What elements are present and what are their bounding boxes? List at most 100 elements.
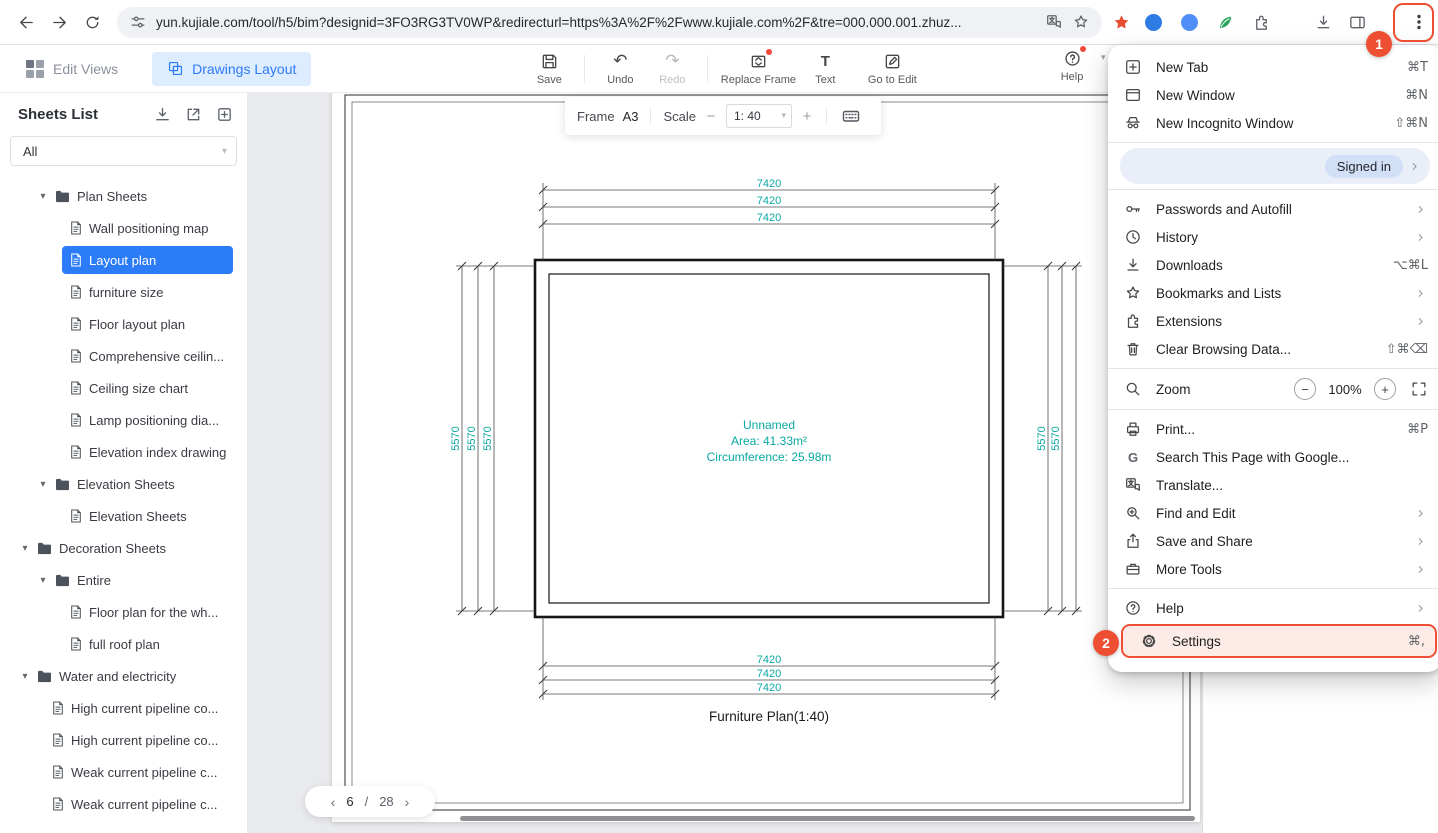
drawings-layout-label: Drawings Layout	[192, 60, 297, 77]
menu-item-find-and-edit[interactable]: Find and Edit	[1108, 499, 1438, 527]
tree-file-high-current-pipeline-co[interactable]: High current pipeline co...	[0, 692, 247, 724]
redo-button[interactable]: ↷ Redo	[659, 50, 686, 86]
browser-menu-button[interactable]	[1401, 4, 1437, 40]
menu-item-passwords-and-autofill[interactable]: Passwords and Autofill	[1108, 195, 1438, 223]
back-button[interactable]	[10, 6, 43, 39]
side-panel-icon[interactable]	[1347, 12, 1367, 32]
tree-item-label: Weak current pipeline c...	[71, 764, 218, 780]
tree-folder-elevation-sheets[interactable]: ▾ Elevation Sheets	[0, 468, 247, 500]
add-sheet-icon[interactable]	[216, 106, 233, 123]
replace-frame-button[interactable]: Replace Frame	[717, 48, 799, 86]
tree-folder-water-and-electricity[interactable]: ▾ Water and electricity	[0, 660, 247, 692]
downloads-toolbar-icon[interactable]	[1313, 12, 1333, 32]
undo-button[interactable]: ↶ Undo	[607, 50, 634, 86]
keyboard-icon[interactable]	[841, 106, 861, 126]
tree-file-ceiling-size-chart[interactable]: Ceiling size chart	[0, 372, 247, 404]
scale-select[interactable]: 1: 40 ▾	[726, 104, 792, 128]
reload-button[interactable]	[76, 6, 109, 39]
tree-file-weak-current-pipeline-c[interactable]: Weak current pipeline c...	[0, 756, 247, 788]
extensions-puzzle-icon[interactable]	[1251, 12, 1271, 32]
text-button[interactable]: T Text	[815, 52, 836, 86]
url-bar[interactable]: yun.kujiale.com/tool/h5/bim?designid=3FO…	[117, 6, 1102, 38]
menu-item-print[interactable]: Print...⌘P	[1108, 415, 1438, 443]
tree-item-label: Elevation index drawing	[89, 444, 227, 460]
caret-down-icon[interactable]: ▾	[40, 190, 46, 202]
menu-item-new-window[interactable]: New Window⌘N	[1108, 81, 1438, 109]
edit-views-button[interactable]: Edit Views	[26, 59, 118, 78]
tree-file-furniture-size[interactable]: furniture size	[0, 276, 247, 308]
caret-down-icon[interactable]: ▾	[40, 478, 46, 490]
tree-file-elevation-index-drawing[interactable]: Elevation index drawing	[0, 436, 247, 468]
folder-icon	[55, 190, 70, 203]
extension-blue-icon-dot	[1144, 13, 1162, 31]
tree-folder-decoration-sheets[interactable]: ▾ Decoration Sheets	[0, 532, 247, 564]
menu-item-settings[interactable]: Settings⌘,	[1121, 624, 1437, 658]
extension-blue-icon[interactable]	[1143, 12, 1163, 32]
extension-red-star-icon[interactable]	[1111, 12, 1131, 32]
extensions-row	[1102, 0, 1437, 45]
go-to-edit-button[interactable]: Go to Edit	[851, 52, 933, 86]
menu-item-clear-browsing-data[interactable]: Clear Browsing Data...⇧⌘⌫	[1108, 335, 1438, 363]
next-page-button[interactable]: ›	[404, 793, 410, 810]
filter-value: All	[23, 143, 38, 159]
tree-file-high-current-pipeline-co[interactable]: High current pipeline co...	[0, 724, 247, 756]
signed-in-chip: Signed in	[1324, 154, 1403, 178]
scale-decrease-button[interactable]: −	[706, 107, 716, 125]
tree-file-floor-layout-plan[interactable]: Floor layout plan	[0, 308, 247, 340]
tree-file-wall-positioning-map[interactable]: Wall positioning map	[0, 212, 247, 244]
drawings-layout-tab[interactable]: Drawings Layout	[152, 51, 312, 86]
menu-item-more-tools[interactable]: More Tools	[1108, 555, 1438, 583]
extension-blue2-icon[interactable]	[1179, 12, 1199, 32]
menu-item-search-this-page-with-google[interactable]: G Search This Page with Google...	[1108, 443, 1438, 471]
svg-text:5570: 5570	[466, 426, 478, 450]
svg-text:5570: 5570	[1050, 426, 1062, 450]
menu-item-save-and-share[interactable]: Save and Share	[1108, 527, 1438, 555]
menu-separator	[1108, 588, 1438, 589]
horizontal-scrollbar[interactable]	[460, 816, 1195, 821]
menu-item-label: Print...	[1156, 421, 1196, 437]
extension-green-leaf-icon[interactable]	[1215, 12, 1235, 32]
tree-file-comprehensive-ceilin[interactable]: Comprehensive ceilin...	[0, 340, 247, 372]
site-settings-icon[interactable]	[129, 13, 147, 31]
frame-value[interactable]: A3	[622, 108, 639, 124]
caret-down-icon[interactable]: ▾	[22, 542, 28, 554]
file-icon	[70, 221, 82, 235]
tree-file-lamp-positioning-dia[interactable]: Lamp positioning dia...	[0, 404, 247, 436]
sheets-filter-dropdown[interactable]: All ▾	[10, 136, 237, 166]
caret-down-icon[interactable]: ▾	[40, 574, 46, 586]
menu-item-extensions[interactable]: Extensions	[1108, 307, 1438, 335]
menu-item-translate[interactable]: Translate...	[1108, 471, 1438, 499]
export-sheet-icon[interactable]	[185, 106, 202, 123]
translate-icon[interactable]	[1045, 13, 1063, 31]
menu-item-history[interactable]: History	[1108, 223, 1438, 251]
scale-increase-button[interactable]: +	[802, 107, 812, 125]
bookmark-star-icon[interactable]	[1072, 13, 1090, 31]
tree-folder-plan-sheets[interactable]: ▾ Plan Sheets	[0, 180, 247, 212]
menu-item-new-incognito-window[interactable]: New Incognito Window⇧⌘N	[1108, 109, 1438, 137]
menu-item-bookmarks-and-lists[interactable]: Bookmarks and Lists	[1108, 279, 1438, 307]
tree-folder-entire[interactable]: ▾ Entire	[0, 564, 247, 596]
tree-file-weak-current-pipeline-c[interactable]: Weak current pipeline c...	[0, 788, 247, 820]
menu-item-new-tab[interactable]: New Tab⌘T	[1108, 53, 1438, 81]
help-button[interactable]: Help	[1046, 46, 1098, 83]
fullscreen-icon[interactable]	[1410, 380, 1428, 398]
prev-page-button[interactable]: ‹	[330, 793, 336, 810]
save-button[interactable]: Save	[523, 52, 575, 86]
tree-file-layout-plan[interactable]: Layout plan	[62, 246, 233, 274]
chevron-down-icon[interactable]: ▾	[1101, 53, 1106, 63]
zoom-out-button[interactable]: −	[1294, 378, 1316, 400]
caret-down-icon[interactable]: ▾	[22, 670, 28, 682]
zoom-in-button[interactable]: +	[1374, 378, 1396, 400]
forward-button[interactable]	[43, 6, 76, 39]
tree-file-full-roof-plan[interactable]: full roof plan	[0, 628, 247, 660]
signed-in-row[interactable]: Signed in	[1120, 148, 1430, 184]
svg-text:7420: 7420	[757, 212, 781, 224]
menu-item-help[interactable]: Help	[1108, 594, 1438, 622]
menu-item-downloads[interactable]: Downloads⌥⌘L	[1108, 251, 1438, 279]
chevron-right-icon	[1414, 203, 1428, 216]
download-sheets-icon[interactable]	[154, 106, 171, 123]
svg-text:7420: 7420	[757, 682, 781, 694]
tree-item-label: Comprehensive ceilin...	[89, 348, 225, 364]
tree-file-floor-plan-for-the-wh[interactable]: Floor plan for the wh...	[0, 596, 247, 628]
tree-file-elevation-sheets[interactable]: Elevation Sheets	[0, 500, 247, 532]
